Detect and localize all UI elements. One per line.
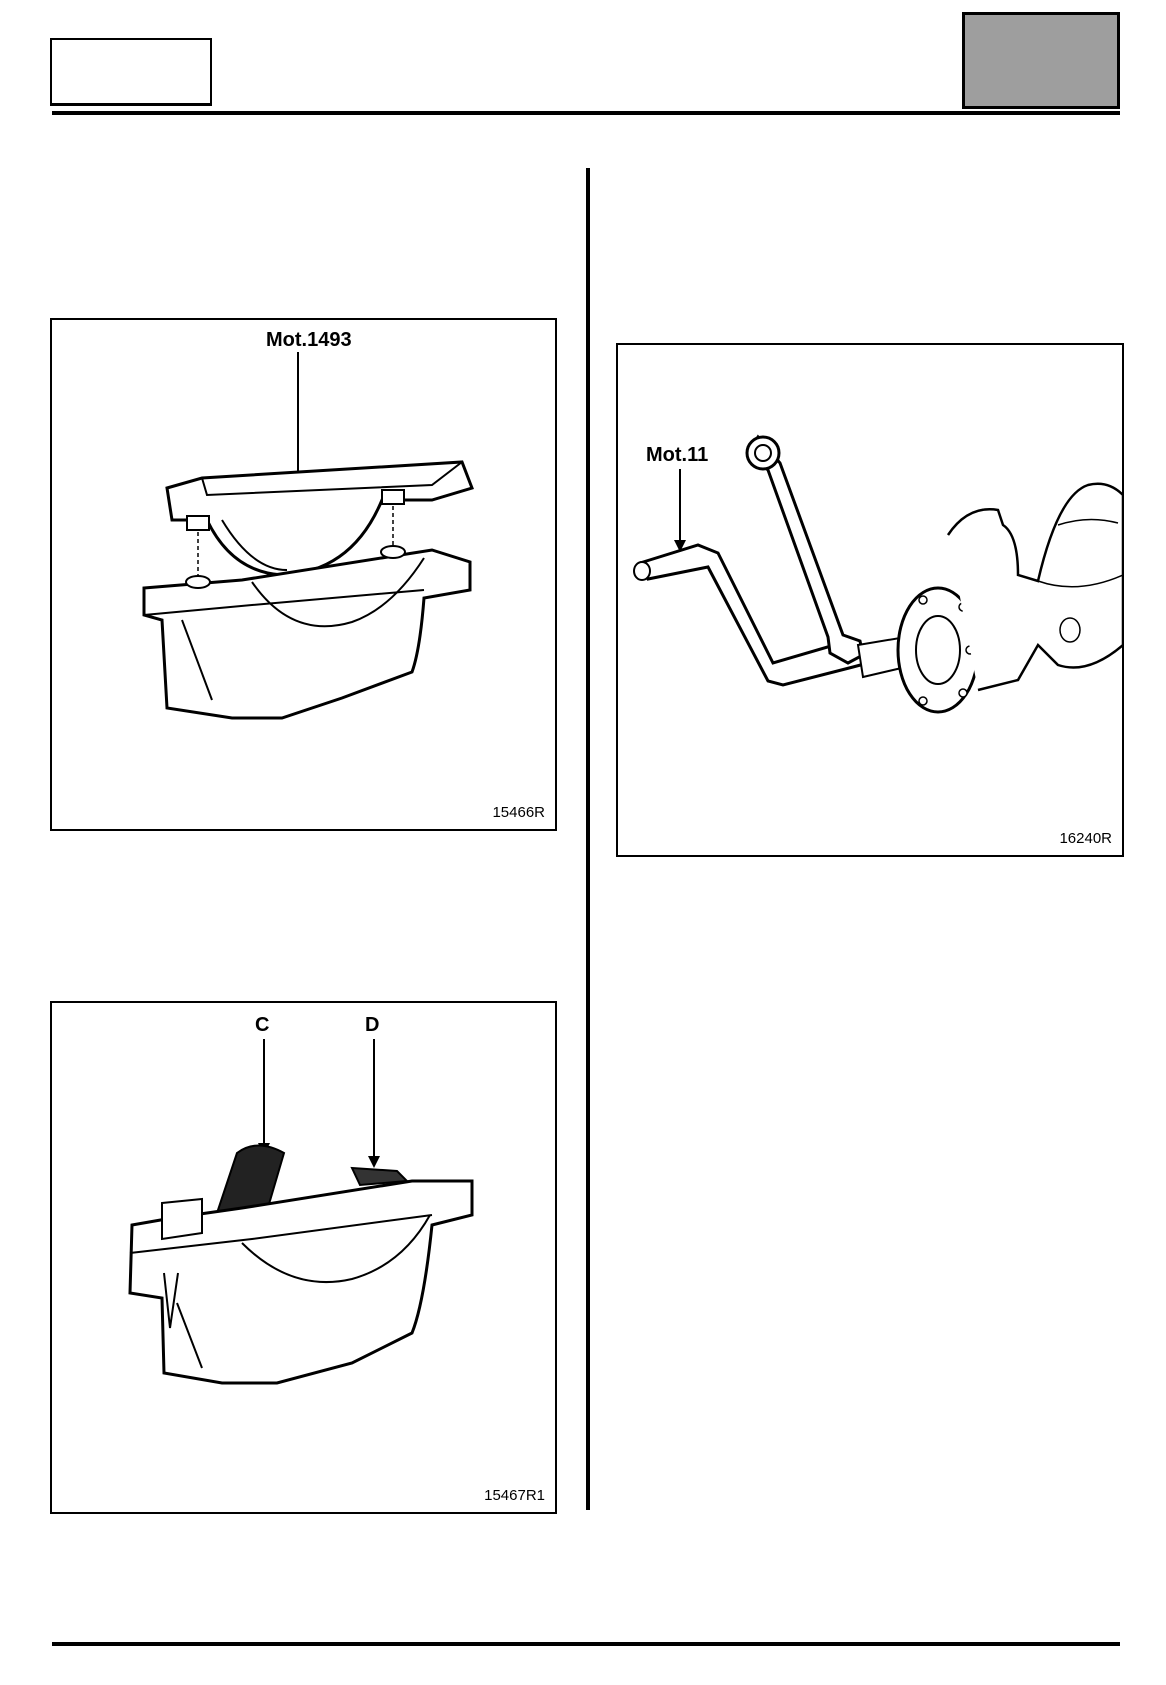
- crankshaft-tool-illustration: Mot.11: [633, 434, 1122, 714]
- callout-d: D: [365, 1014, 379, 1036]
- footer-rule: [52, 1642, 1120, 1646]
- figure-15466R: Mot.1493 15466R: [50, 318, 557, 831]
- header-box-left: [50, 38, 212, 106]
- callout-mot-11: Mot.11: [646, 444, 708, 466]
- header-rule: [52, 111, 1120, 115]
- figure-16240R: Mot.11 16240R: [616, 343, 1124, 857]
- bearing-cap-tool-illustration: Mot.1493: [142, 329, 474, 720]
- bearing-shells-illustration: C D: [128, 1014, 474, 1385]
- figure-ref: 16240R: [1059, 830, 1112, 847]
- figure-ref: 15467R1: [484, 1487, 545, 1504]
- callout-mot-1493: Mot.1493: [266, 329, 352, 351]
- column-divider: [586, 168, 590, 1510]
- figure-15467R1: C D 15467R1: [50, 1001, 557, 1514]
- header-box-right: [962, 12, 1120, 109]
- callout-c: C: [255, 1014, 269, 1036]
- figure-ref: 15466R: [492, 804, 545, 821]
